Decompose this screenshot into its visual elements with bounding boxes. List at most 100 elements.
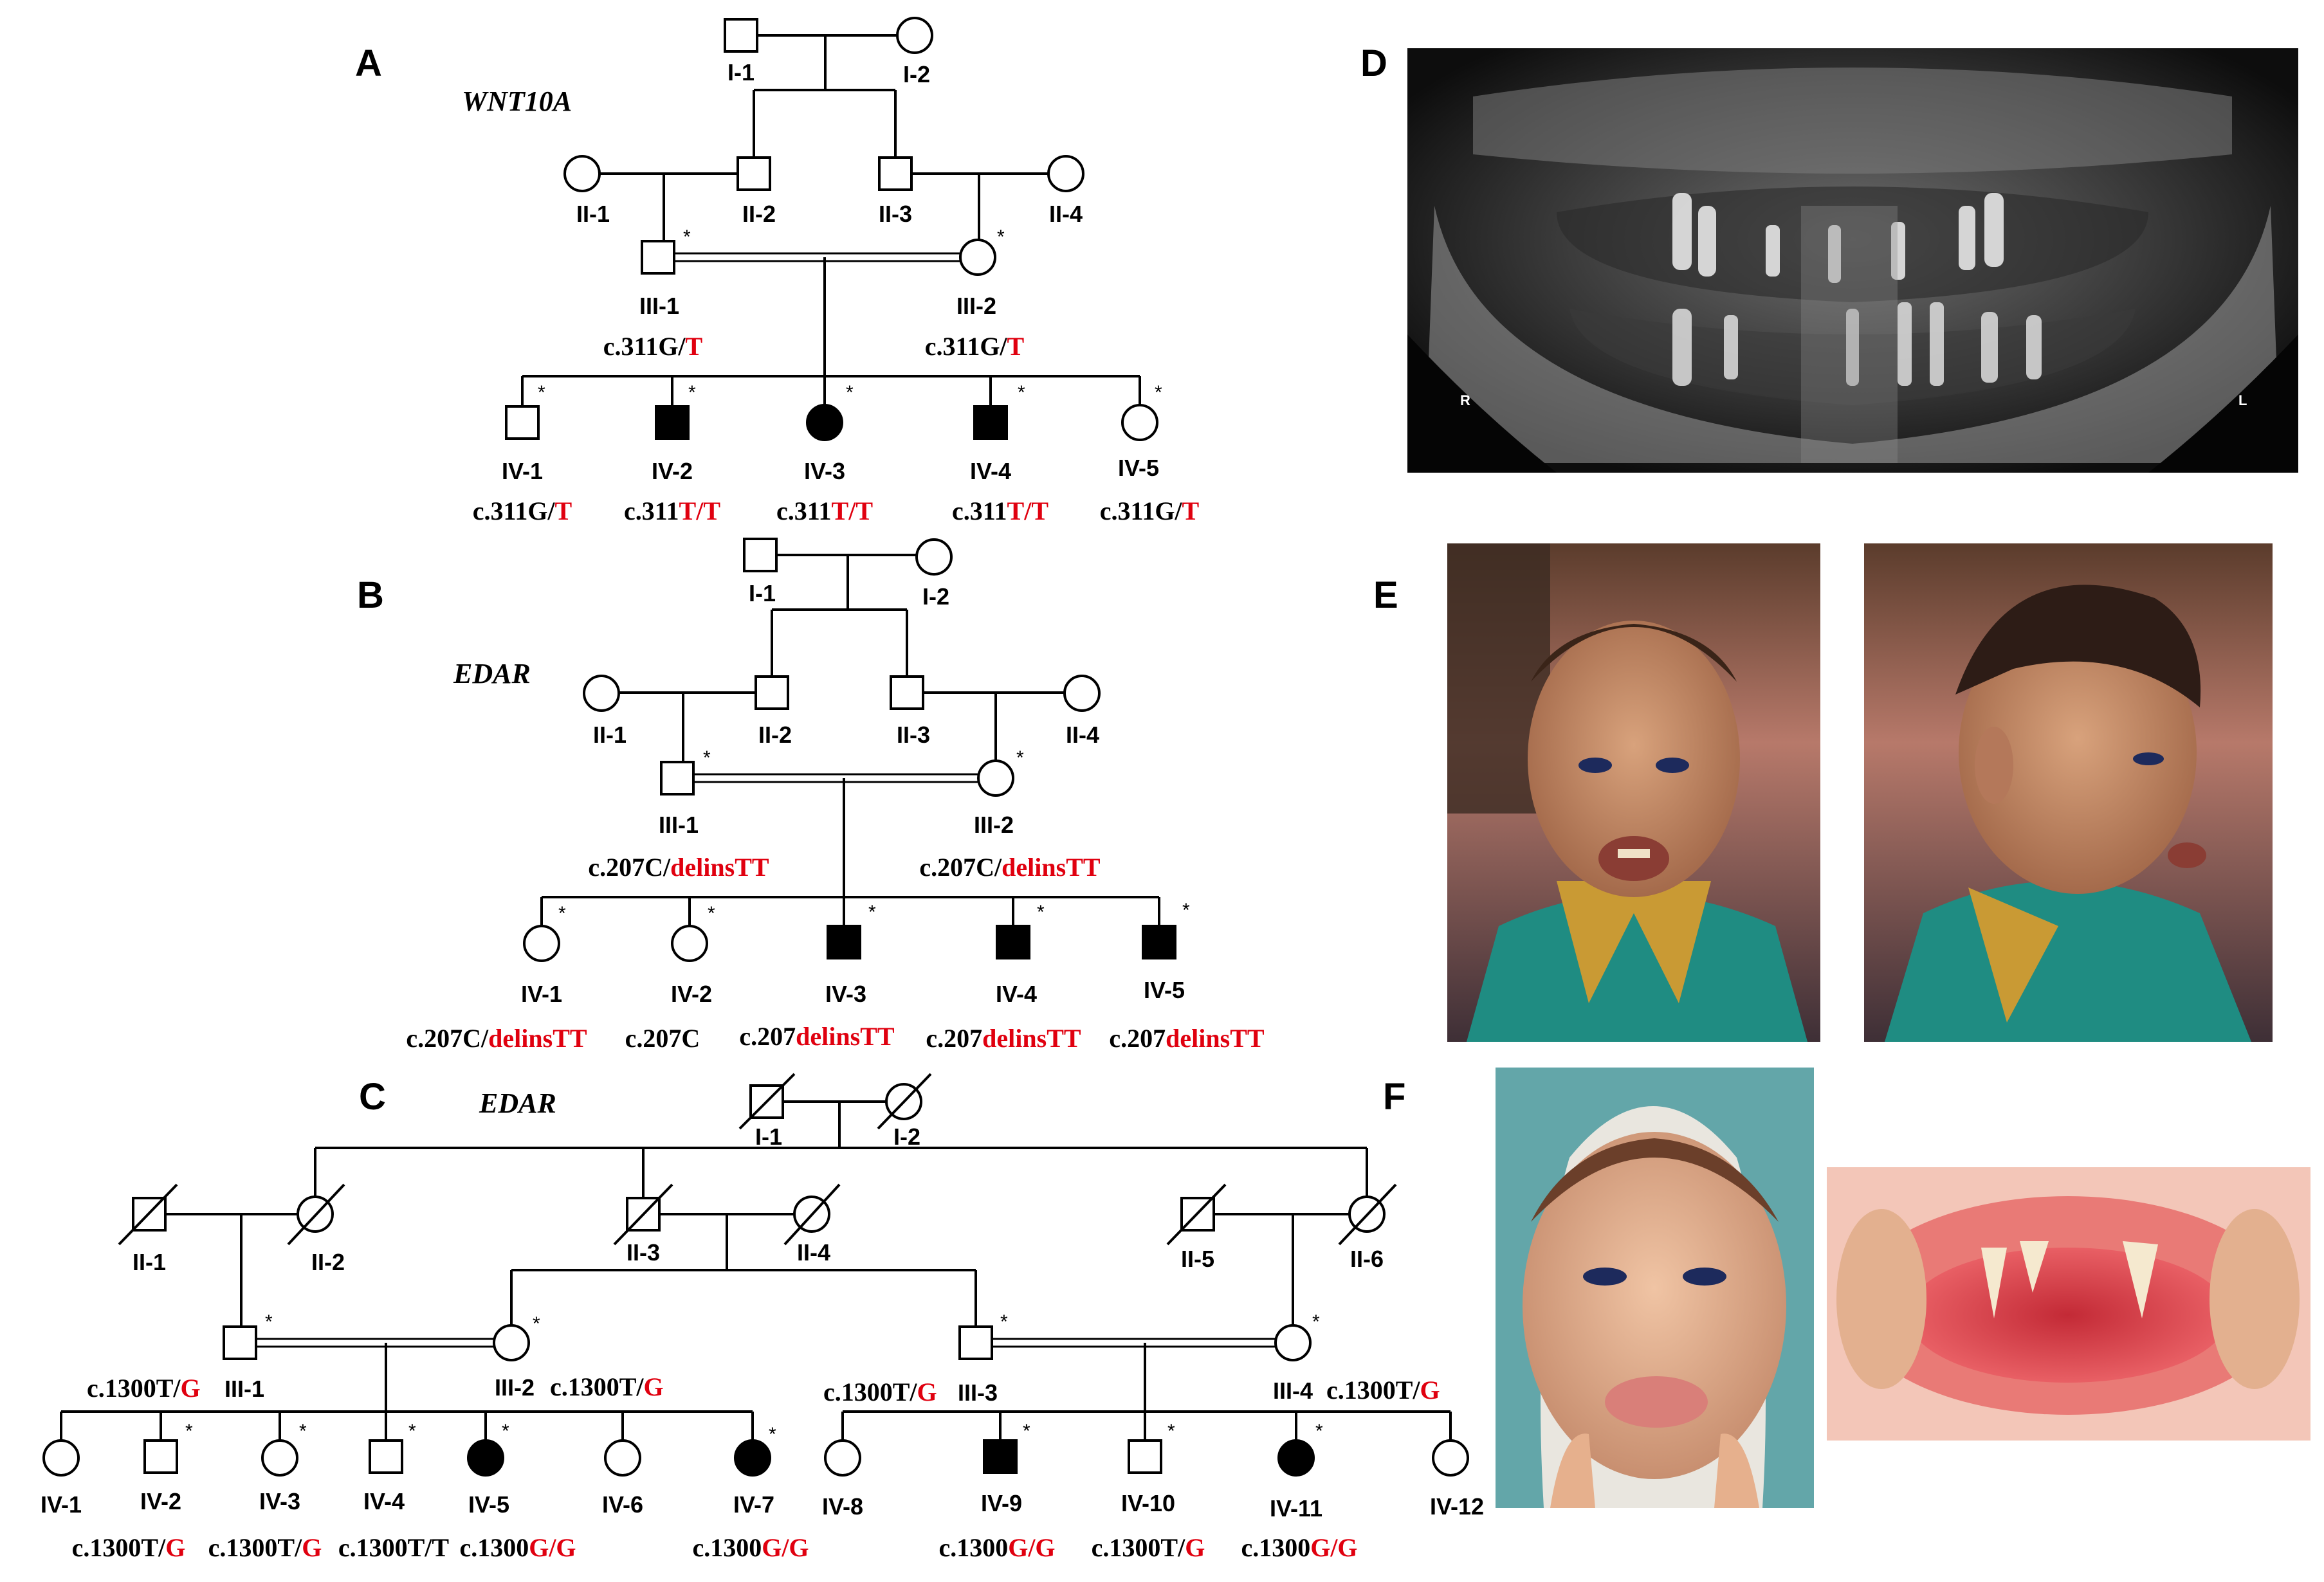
id-a-IV5: IV-5 — [1118, 455, 1159, 481]
star-b-IV3: * — [868, 902, 876, 923]
male-affected-c-IV9 — [983, 1439, 1018, 1474]
id-c-IV9: IV-9 — [981, 1490, 1022, 1516]
id-c-III3: III-3 — [958, 1379, 998, 1406]
id-c-IV11: IV-11 — [1270, 1495, 1322, 1522]
id-c-II5: II-5 — [1181, 1246, 1214, 1272]
id-b-II4: II-4 — [1066, 722, 1099, 748]
male-a-III1 — [641, 240, 675, 275]
female-a-II1 — [563, 155, 601, 192]
id-b-IV5: IV-5 — [1144, 977, 1185, 1003]
id-c-IV3: IV-3 — [259, 1488, 300, 1514]
id-b-IV2: IV-2 — [671, 981, 712, 1007]
star-c-III4: * — [1312, 1311, 1320, 1332]
xray-right-marker: R — [1460, 392, 1470, 408]
id-c-I1: I-1 — [755, 1123, 782, 1150]
id-c-II3: II-3 — [627, 1239, 660, 1266]
id-a-III1: III-1 — [639, 293, 679, 319]
patient-photo-frontal — [1447, 543, 1820, 1042]
star-c-III3: * — [1000, 1311, 1008, 1332]
male-a-IV1 — [505, 405, 540, 440]
geno-c-III1: c.1300T/G — [87, 1374, 201, 1403]
geno-c-III2: c.1300T/G — [550, 1372, 664, 1401]
id-b-I2: I-2 — [922, 583, 949, 610]
star-c-IV11: * — [1315, 1421, 1323, 1442]
id-a-IV1: IV-1 — [502, 458, 543, 484]
male-affected-a-IV2 — [655, 405, 690, 440]
id-c-IV12: IV-12 — [1430, 1493, 1484, 1520]
star-a-IV2: * — [688, 382, 696, 403]
id-c-IV2: IV-2 — [140, 1488, 181, 1514]
female-affected-c-IV11 — [1277, 1439, 1315, 1477]
panel-d: D — [1360, 42, 2298, 473]
id-c-II1: II-1 — [133, 1249, 166, 1275]
gene-label-c: EDAR — [479, 1087, 556, 1119]
female-c-III4 — [1274, 1324, 1312, 1361]
geno-c-IV4: c.1300T/T — [338, 1533, 450, 1562]
star-b-III1: * — [703, 747, 711, 768]
female-affected-c-IV7 — [734, 1439, 771, 1477]
star-a-III2: * — [997, 226, 1005, 248]
geno-c-IV5: c.1300G/G — [459, 1533, 576, 1562]
female-b-IV1 — [523, 925, 560, 962]
panoramic-radiograph: R L — [1407, 48, 2298, 473]
id-c-I2: I-2 — [893, 1123, 920, 1150]
panel-a: A WNT10A I-1 I-2 II-1 II-2 II-3 II-4 * *… — [355, 17, 1200, 525]
male-c-IV10 — [1128, 1439, 1162, 1474]
star-c-III1: * — [265, 1311, 273, 1332]
id-a-I1: I-1 — [727, 59, 755, 86]
geno-b-IV2: c.207C — [625, 1024, 700, 1053]
patient-photo-profile — [1864, 543, 2273, 1042]
geno-a-IV2: c.311T/T — [624, 496, 720, 525]
geno-c-IV2: c.1300T/G — [72, 1533, 186, 1562]
id-c-IV6: IV-6 — [602, 1491, 643, 1518]
male-affected-b-IV5 — [1142, 925, 1176, 959]
geno-c-III4: c.1300T/G — [1326, 1376, 1440, 1405]
star-c-IV7: * — [769, 1424, 776, 1445]
geno-a-IV3: c.311T/T — [776, 496, 873, 525]
female-c-III2 — [493, 1324, 530, 1361]
geno-b-IV4: c.207delinsTT — [926, 1024, 1081, 1053]
male-c-IV2 — [143, 1439, 178, 1474]
geno-a-IV4: c.311T/T — [952, 496, 1048, 525]
id-b-IV4: IV-4 — [996, 981, 1037, 1007]
geno-c-IV9: c.1300G/G — [938, 1533, 1055, 1562]
id-b-IV3: IV-3 — [825, 981, 866, 1007]
geno-c-IV10: c.1300T/G — [1092, 1533, 1205, 1562]
panel-e: E — [1373, 543, 2273, 1042]
female-b-I2 — [915, 538, 953, 576]
star-a-IV3: * — [846, 382, 854, 403]
geno-c-IV3: c.1300T/G — [208, 1533, 322, 1562]
id-c-IV5: IV-5 — [468, 1491, 509, 1518]
patient-photo-teeth — [1827, 1167, 2310, 1441]
id-b-IV1: IV-1 — [521, 981, 562, 1007]
female-c-IV1 — [42, 1439, 80, 1477]
star-c-IV5: * — [502, 1421, 509, 1442]
panel-letter-e: E — [1373, 574, 1398, 616]
panel-letter-c: C — [359, 1076, 386, 1118]
female-a-I2 — [896, 17, 933, 54]
geno-a-III1: c.311G/T — [603, 332, 703, 361]
male-b-I1 — [743, 538, 778, 572]
star-c-IV4: * — [408, 1421, 416, 1442]
geno-b-IV3: c.207delinsTT — [739, 1022, 894, 1051]
id-c-IV4: IV-4 — [363, 1488, 405, 1514]
gene-label-a: WNT10A — [462, 86, 572, 117]
id-b-II2: II-2 — [758, 722, 792, 748]
geno-a-IV1: c.311G/T — [473, 496, 572, 525]
female-c-IV3 — [261, 1439, 298, 1477]
male-affected-a-IV4 — [973, 405, 1008, 440]
star-a-IV4: * — [1018, 382, 1025, 403]
id-a-II3: II-3 — [879, 201, 912, 227]
geno-b-IV5: c.207delinsTT — [1109, 1024, 1264, 1053]
geno-c-IV11: c.1300G/G — [1241, 1533, 1357, 1562]
xray-left-marker: L — [2238, 392, 2247, 408]
female-a-II4 — [1047, 155, 1084, 192]
id-a-II4: II-4 — [1049, 201, 1083, 227]
panel-f: F — [1383, 1068, 2310, 1508]
star-a-IV1: * — [538, 382, 545, 403]
geno-c-IV7: c.1300G/G — [692, 1533, 809, 1562]
star-b-IV4: * — [1037, 902, 1045, 923]
female-a-IV5 — [1121, 404, 1158, 441]
star-b-IV2: * — [708, 903, 715, 924]
male-b-II3 — [890, 675, 924, 710]
